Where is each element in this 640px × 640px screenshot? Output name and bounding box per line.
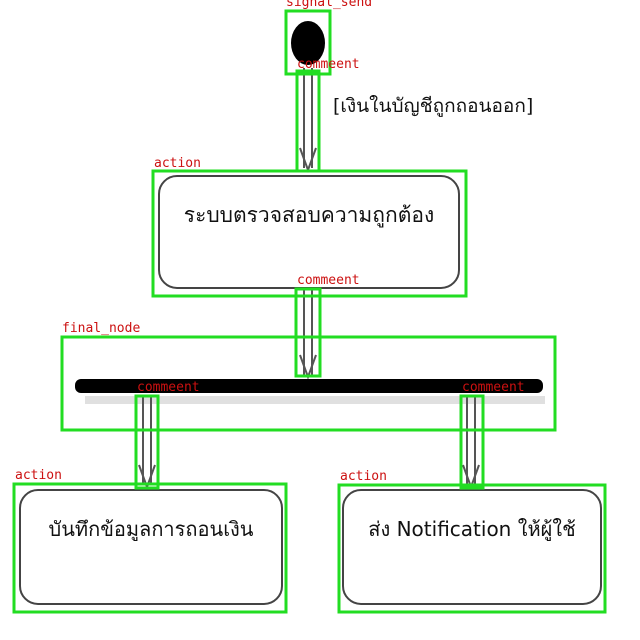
annotation-label-signal-send: signal_send bbox=[286, 0, 372, 10]
annotation-label-action-notify: action bbox=[340, 469, 387, 484]
annotation-overlay: signal_send commeent action commeent fin… bbox=[12, 0, 607, 614]
annotation-label-action-record: action bbox=[15, 468, 62, 483]
edge-fork-to-record bbox=[138, 397, 156, 490]
annotation-box-comment-1 bbox=[295, 69, 321, 173]
action-node-verify bbox=[158, 175, 460, 289]
edge-start-to-verify bbox=[299, 68, 317, 173]
annotation-box-action-record bbox=[12, 482, 288, 614]
action-node-notify-label: ส่ง Notification ให้ผู้ใช้ bbox=[368, 517, 575, 542]
annotation-box-final-node bbox=[60, 335, 557, 432]
action-node-notify bbox=[342, 489, 602, 605]
annotation-label-comment-3: commeent bbox=[137, 380, 200, 395]
annotation-box-action-notify bbox=[337, 483, 607, 614]
annotation-label-comment-2: commeent bbox=[297, 273, 360, 288]
initial-node bbox=[291, 21, 325, 65]
action-node-record-label: บันทึกข้อมูลการถอนเงิน bbox=[49, 517, 254, 542]
annotation-label-comment-4: commeent bbox=[462, 380, 525, 395]
annotation-label-action-verify: action bbox=[154, 156, 201, 171]
fork-bar-shadow bbox=[85, 396, 545, 404]
fork-bar bbox=[75, 379, 543, 393]
annotation-label-final-node: final_node bbox=[62, 321, 140, 336]
annotation-box-action-verify bbox=[151, 169, 468, 298]
annotation-label-comment-1: commeent bbox=[297, 57, 360, 72]
guard-condition: [เงินในบัญชีถูกถอนออก] bbox=[333, 95, 533, 117]
annotation-box-comment-2 bbox=[294, 287, 322, 378]
annotation-box-comment-4 bbox=[459, 394, 485, 490]
action-node-record bbox=[19, 489, 283, 605]
action-node-verify-label: ระบบตรวจสอบความถูกต้อง bbox=[184, 203, 434, 228]
edge-fork-to-notify bbox=[462, 397, 480, 490]
edge-verify-to-fork bbox=[299, 290, 317, 380]
annotation-box-comment-3 bbox=[134, 394, 160, 490]
annotation-box-signal-send bbox=[284, 9, 332, 76]
